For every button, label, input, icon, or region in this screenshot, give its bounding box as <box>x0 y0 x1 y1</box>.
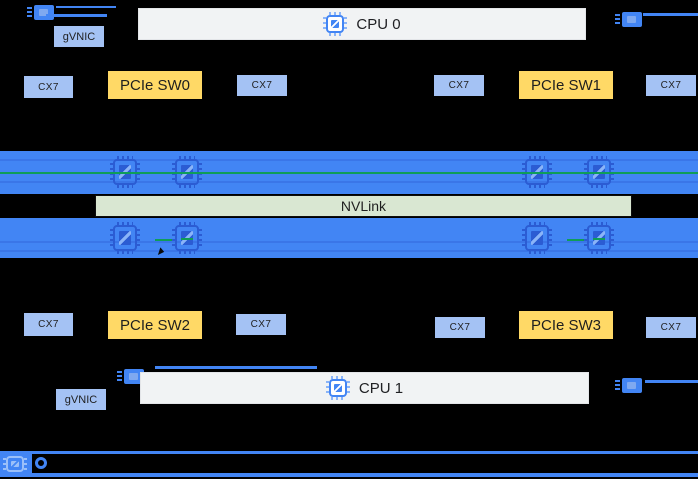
green-link-dash <box>567 239 584 241</box>
nic-icon <box>615 12 642 27</box>
cx7-nic-box: CX7 <box>24 76 73 98</box>
cx7-nic-box: CX7 <box>236 314 286 335</box>
network-line <box>46 14 107 17</box>
cx7-nic-box: CX7 <box>434 75 484 96</box>
cx7-label: CX7 <box>660 80 682 91</box>
bottom-bus-bottom-edge <box>0 473 698 477</box>
network-line <box>56 6 116 8</box>
bottom-bus-top-edge <box>0 451 698 454</box>
network-line <box>645 380 698 383</box>
pcie-sw0-box: PCIe SW0 <box>108 71 202 99</box>
network-line <box>155 366 317 369</box>
cx7-label: CX7 <box>449 322 471 333</box>
cx7-label: CX7 <box>448 80 470 91</box>
nvlink-label: NVLink <box>340 198 387 214</box>
cx7-label: CX7 <box>660 322 682 333</box>
green-link-dash <box>155 239 172 241</box>
bottom-ring-icon <box>35 457 47 469</box>
bottom-chip-icon <box>3 453 27 475</box>
nic-icon <box>27 5 54 20</box>
cx7-nic-box: CX7 <box>646 75 696 96</box>
gvnic-label: gVNIC <box>64 393 98 406</box>
gpu-icon <box>584 222 614 254</box>
cx7-label: CX7 <box>250 319 272 330</box>
pcie-sw2-box: PCIe SW2 <box>108 311 202 339</box>
cx7-nic-box: CX7 <box>24 313 73 336</box>
green-link-dash <box>593 238 605 240</box>
gvnic-box: gVNIC <box>54 26 104 47</box>
green-link-line <box>0 172 698 174</box>
cx7-nic-box: CX7 <box>435 317 485 338</box>
pcie-sw0-label: PCIe SW0 <box>119 76 191 94</box>
gvnic-box: gVNIC <box>56 389 106 410</box>
cpu0-box: CPU 0 <box>138 8 586 40</box>
gvnic-label: gVNIC <box>62 30 96 43</box>
network-line <box>643 13 698 16</box>
cpu1-box: CPU 1 <box>140 372 589 404</box>
cx7-label: CX7 <box>38 319 59 330</box>
cpu0-label: CPU 0 <box>356 15 401 33</box>
pcie-sw3-box: PCIe SW3 <box>519 311 613 339</box>
gpu-icon <box>172 222 202 254</box>
cx7-label: CX7 <box>38 81 59 93</box>
pcie-sw2-label: PCIe SW2 <box>119 316 191 334</box>
cx7-nic-box: CX7 <box>646 317 696 338</box>
cx7-nic-box: CX7 <box>237 75 287 96</box>
pcie-sw3-label: PCIe SW3 <box>530 316 602 334</box>
pcie-sw1-box: PCIe SW1 <box>519 71 613 99</box>
cx7-label: CX7 <box>251 80 273 91</box>
green-link-dash <box>181 238 193 240</box>
cpu-chip-icon <box>325 376 350 400</box>
nic-icon <box>615 378 642 393</box>
gpu-bar-bottom <box>0 218 698 258</box>
nic-icon <box>117 369 144 384</box>
pcie-sw1-label: PCIe SW1 <box>530 76 602 94</box>
gpu-icon <box>522 222 552 254</box>
cpu-chip-icon <box>323 12 348 36</box>
gpu-icon <box>110 222 140 254</box>
cpu1-label: CPU 1 <box>358 379 404 397</box>
nvlink-bar: NVLink <box>95 195 632 217</box>
